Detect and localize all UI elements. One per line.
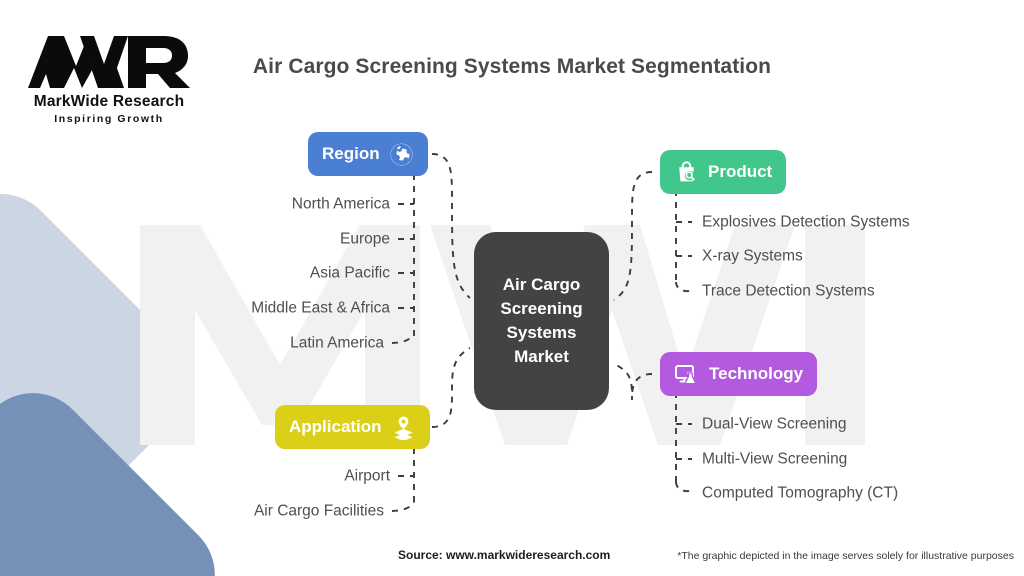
branch-badge-region[interactable]: Region <box>308 132 428 176</box>
branch-label-application: Application <box>289 417 382 436</box>
leaf-region-2: Asia Pacific <box>309 264 390 282</box>
leaf-product-0: Explosives Detection Systems <box>702 213 910 231</box>
branch-label-technology: Technology <box>709 364 804 383</box>
center-node-line-2: Screening <box>500 298 583 318</box>
brand-name: MarkWide Research <box>33 93 185 110</box>
brand-tagline: Inspiring Growth <box>54 113 164 125</box>
disclaimer-text: *The graphic depicted in the image serve… <box>677 550 1014 562</box>
location-layers-icon <box>391 415 416 440</box>
brand-logo: MarkWide Research Inspiring Growth <box>24 30 194 125</box>
branch-badge-technology[interactable]: Technology <box>660 352 818 396</box>
leaf-technology-1: Multi-View Screening <box>702 450 848 468</box>
branch-label-region: Region <box>322 144 380 163</box>
center-node-line-4: Market <box>514 347 569 367</box>
shopping-bag-search-icon <box>674 160 699 185</box>
mwr-logo-icon <box>28 36 190 88</box>
branch-label-product: Product <box>708 162 773 181</box>
leaf-region-3: Middle East & Africa <box>251 299 390 317</box>
branch-badge-application[interactable]: Application <box>275 405 430 449</box>
center-node-line-1: Air Cargo <box>502 274 581 294</box>
leaf-region-1: Europe <box>340 230 390 248</box>
leaf-product-1: X-ray Systems <box>702 247 803 265</box>
leaf-technology-2: Computed Tomography (CT) <box>702 484 899 502</box>
globe-icon <box>389 142 414 167</box>
branch-badge-product[interactable]: Product <box>660 150 787 194</box>
monitor-flask-icon <box>674 362 700 387</box>
leaf-application-1: Air Cargo Facilities <box>253 502 384 520</box>
leaf-application-0: Airport <box>344 467 390 485</box>
source-text: Source: www.markwideresearch.com <box>398 548 611 562</box>
center-node-line-3: Systems <box>506 323 577 342</box>
center-node: Air Cargo Screening Systems Market <box>474 232 609 410</box>
leaf-technology-0: Dual-View Screening <box>702 415 847 433</box>
page-title: Air Cargo Screening Systems Market Segme… <box>252 55 772 78</box>
leaf-product-2: Trace Detection Systems <box>702 282 875 300</box>
leaf-region-0: North America <box>291 195 390 213</box>
leaf-region-4: Latin America <box>290 334 384 352</box>
